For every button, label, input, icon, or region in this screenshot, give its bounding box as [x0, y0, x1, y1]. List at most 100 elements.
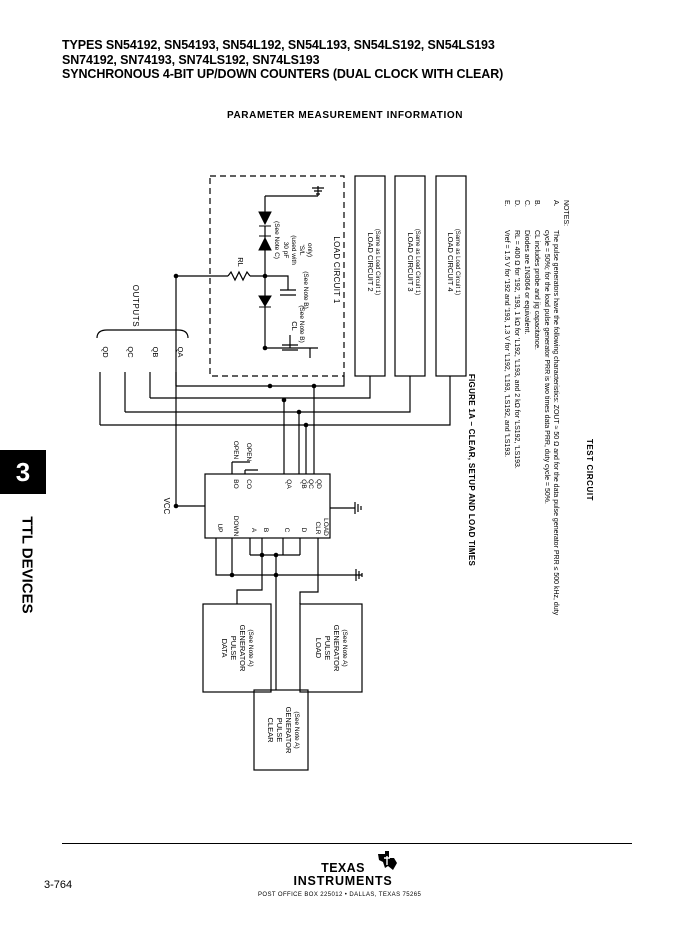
data-gen-2: PULSE: [229, 636, 238, 661]
note-letter: B.: [532, 200, 540, 207]
note-letter: [541, 200, 551, 230]
junction-dot: [173, 273, 179, 279]
rl-label: RL: [236, 257, 245, 267]
lc4-title: LOAD CIRCUIT 4: [446, 232, 455, 291]
load-circuit-1-box: [209, 175, 345, 377]
cap-30pf-4: only): [306, 243, 313, 257]
document-header: TYPES SN54192, SN54193, SN54L192, SN54L1…: [62, 38, 662, 82]
up-lead: [215, 538, 362, 576]
note-row: E.Vref = 1.5 V for '192 and '193, 1.3 V …: [502, 200, 512, 740]
load-gen-3: GENERATOR: [332, 625, 341, 672]
outputs-bracket: [96, 329, 189, 339]
pin-qc: QC: [307, 479, 314, 489]
note-row: cycle = 50%; for the load pulse generato…: [541, 200, 551, 740]
lc2-title: LOAD CIRCUIT 2: [366, 232, 375, 291]
qa-label: QA: [176, 347, 185, 358]
test-circuit-title: TEST CIRCUIT: [585, 438, 595, 502]
ground-symbol-chip: [354, 502, 362, 514]
section-tab: 3: [0, 450, 46, 494]
pin-a: A: [250, 528, 257, 533]
data-pulse-generator-box: [202, 603, 272, 693]
notes-region: TEST CIRCUIT NOTES: A.The pulse generato…: [467, 190, 594, 750]
note-b-label: (See Note B): [302, 271, 309, 309]
cap-30pf-2: (used with: [290, 235, 297, 265]
qb-label: QB: [151, 347, 160, 358]
cap-30pf-plates: [280, 289, 296, 296]
vcc-label: VCC: [162, 498, 171, 515]
diode-bars: [259, 225, 271, 308]
data-feed: [236, 555, 263, 604]
load-bus-1: [176, 376, 345, 387]
pin-c: C: [283, 528, 290, 533]
pin-load: LOAD: [322, 518, 329, 536]
resistor-rl: [227, 270, 251, 282]
section-title: PARAMETER MEASUREMENT INFORMATION: [226, 110, 464, 121]
junction-dot: [273, 572, 279, 578]
junction-dot: [296, 409, 302, 415]
ground-symbol-lc1: [312, 187, 324, 195]
note-text: The pulse generators have the following …: [552, 230, 560, 616]
junction-dot: [267, 383, 273, 389]
junction-dot: [281, 397, 287, 403]
note-text: CL includes probe and jig capacitance.: [532, 230, 540, 350]
lc3-sub: (Same as Load Circuit 1): [414, 229, 420, 295]
load-gen-2: PULSE: [323, 636, 332, 661]
load-circuit-4-box: [435, 175, 467, 377]
cap-30pf-lead: [265, 275, 289, 290]
counter-chip: [204, 473, 331, 539]
load-bus-3: [125, 376, 411, 413]
pin-qd: QD: [315, 479, 322, 489]
junction-dot: [311, 383, 317, 389]
load-feed: [299, 538, 319, 604]
b-lead: [250, 538, 300, 556]
cap-30pf-1: 30 pF: [282, 242, 289, 259]
note-text: RL = 400 Ω for '192, '193, 1 kΩ for 'L19…: [513, 230, 521, 469]
pin-down: DOWN: [232, 516, 239, 537]
pin-co: CO: [245, 479, 252, 489]
diode-2: [258, 236, 272, 251]
note-text: Vref = 1.5 V for '192 and '193, 1.3 V fo…: [503, 230, 511, 458]
data-gen-3: GENERATOR: [238, 625, 247, 672]
open-lead: [231, 461, 250, 474]
pin-clr: CLR: [314, 521, 321, 534]
lc4-sub: (Same as Load Circuit 1): [454, 229, 460, 295]
pin-up: UP: [216, 523, 223, 532]
load-gen-4: (See Note A): [341, 629, 348, 666]
data-gen-1: DATA: [220, 639, 229, 658]
company-name: TEXAS INSTRUMENTS: [258, 862, 428, 888]
clear-pulse-generator-box: [253, 689, 309, 771]
outputs-label: OUTPUTS: [131, 285, 140, 327]
load-bus-2: [150, 376, 371, 399]
company-line-2: INSTRUMENTS: [293, 874, 393, 888]
note-row: C. Diodes are 1N3064 or equivalent.: [521, 200, 531, 740]
vcc-line: [175, 276, 205, 507]
qc-label: QC: [126, 346, 135, 358]
junction-dot: [273, 552, 279, 558]
lc2-sub: (Same as Load Circuit 1): [374, 229, 380, 295]
ground-symbol-bottom: [355, 569, 363, 581]
pin-bo: BO: [232, 479, 239, 488]
cap-30pf-3: 'S/L: [298, 245, 305, 256]
notes-block: TEST CIRCUIT NOTES: A.The pulse generato…: [466, 200, 594, 740]
footer-rule: [62, 843, 632, 844]
data-gen-4: (See Note A): [247, 629, 254, 666]
note-row: A.The pulse generators have the followin…: [551, 200, 561, 740]
note-letter: C.: [523, 200, 531, 207]
load-pulse-generator-box: [299, 603, 363, 693]
note-row: D.RL = 400 Ω for '192, '193, 1 kΩ for 'L…: [512, 200, 522, 740]
junction-dot: [259, 552, 265, 558]
header-line-2: SN74192, SN74193, SN74LS192, SN74LS193: [62, 52, 320, 67]
pin-b: B: [262, 528, 269, 532]
junction-dot: [229, 572, 235, 578]
lc1-title: LOAD CIRCUIT 1: [332, 236, 341, 303]
note-text: Diodes are 1N3064 or equivalent.: [523, 230, 531, 335]
notes-label: NOTES:: [562, 200, 570, 227]
header-line-3: SYNCHRONOUS 4-BIT UP/DOWN COUNTERS (DUAL…: [62, 67, 504, 81]
diode-1: [258, 211, 272, 226]
cl-label: CL: [290, 321, 299, 331]
clear-gen-4: (See Note A): [293, 711, 300, 748]
note-row: B. CL includes probe and jig capacitance.: [531, 200, 541, 740]
ti-logo-icon: [378, 851, 397, 870]
diode-3: [258, 295, 272, 307]
